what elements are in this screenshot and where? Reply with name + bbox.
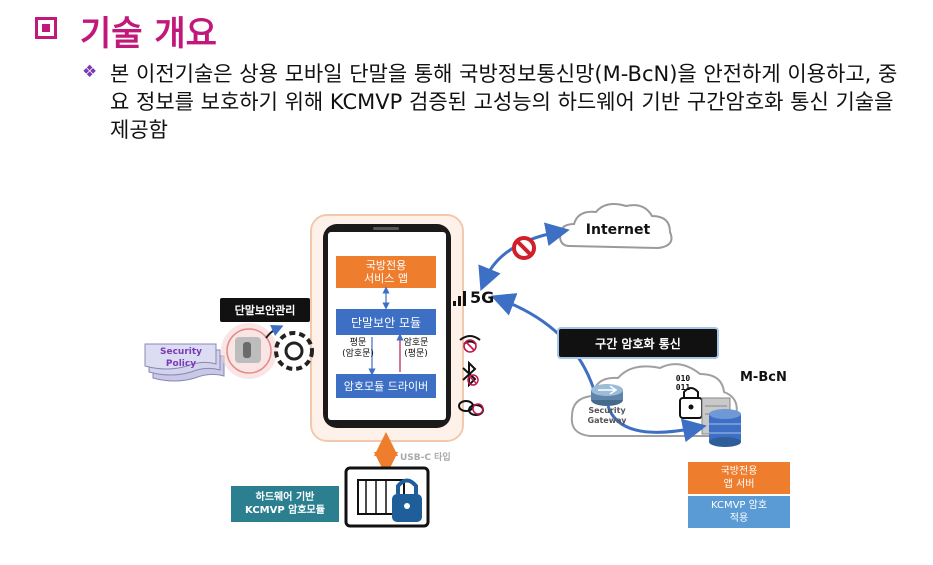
binary-icon: 010 011 — [675, 374, 691, 392]
page-title: 기술 개요 — [80, 14, 217, 54]
terminal-security-label: 단말보안관리 — [234, 304, 296, 317]
plaintext-label: 평문(암호문) — [342, 338, 374, 359]
bullet-icon: ❖ — [82, 62, 98, 82]
5g-label: 5G — [470, 288, 495, 307]
segment-encryption-box — [557, 327, 719, 359]
security-gateway-icon — [591, 384, 623, 406]
usb-type-label: USB-C 타입 — [400, 453, 451, 463]
app-server-box — [688, 462, 790, 494]
mbcn-label: M-BcN — [740, 370, 787, 385]
link-off-icon — [458, 400, 484, 416]
hw-module-box — [231, 486, 339, 522]
service-app-box — [336, 256, 436, 288]
signal-bars-icon — [453, 291, 466, 306]
security-module-label: 단말보안 모듈 — [350, 315, 422, 330]
segment-encryption-label: 구간 암호화 통신 — [595, 336, 681, 351]
kcmvp-applied-box — [688, 496, 790, 528]
security-policy-icon — [144, 343, 225, 382]
crypto-driver-label: 암호모듈 드라이버 — [343, 380, 429, 393]
description-text: 본 이전기술은 상용 모바일 단말을 통해 국방정보통신망(M-BcN)을 안전… — [110, 62, 898, 142]
ciphertext-label: 암호문(평문) — [403, 338, 429, 359]
hand-touch-icon — [243, 342, 251, 358]
hardware-module-icon — [344, 466, 430, 528]
lock-icon — [679, 387, 703, 419]
crypto-driver-box — [336, 374, 436, 398]
wifi-off-icon — [459, 335, 481, 353]
security-management-icon — [221, 323, 314, 379]
no-entry-icon — [512, 236, 536, 260]
security-module-box — [336, 309, 436, 335]
bluetooth-off-icon — [462, 360, 479, 388]
terminal-security-label-box — [220, 298, 310, 322]
title-square-icon — [35, 17, 57, 39]
internet-label: Internet — [585, 222, 651, 238]
gear-icon — [274, 331, 314, 371]
server-icon — [701, 397, 741, 447]
